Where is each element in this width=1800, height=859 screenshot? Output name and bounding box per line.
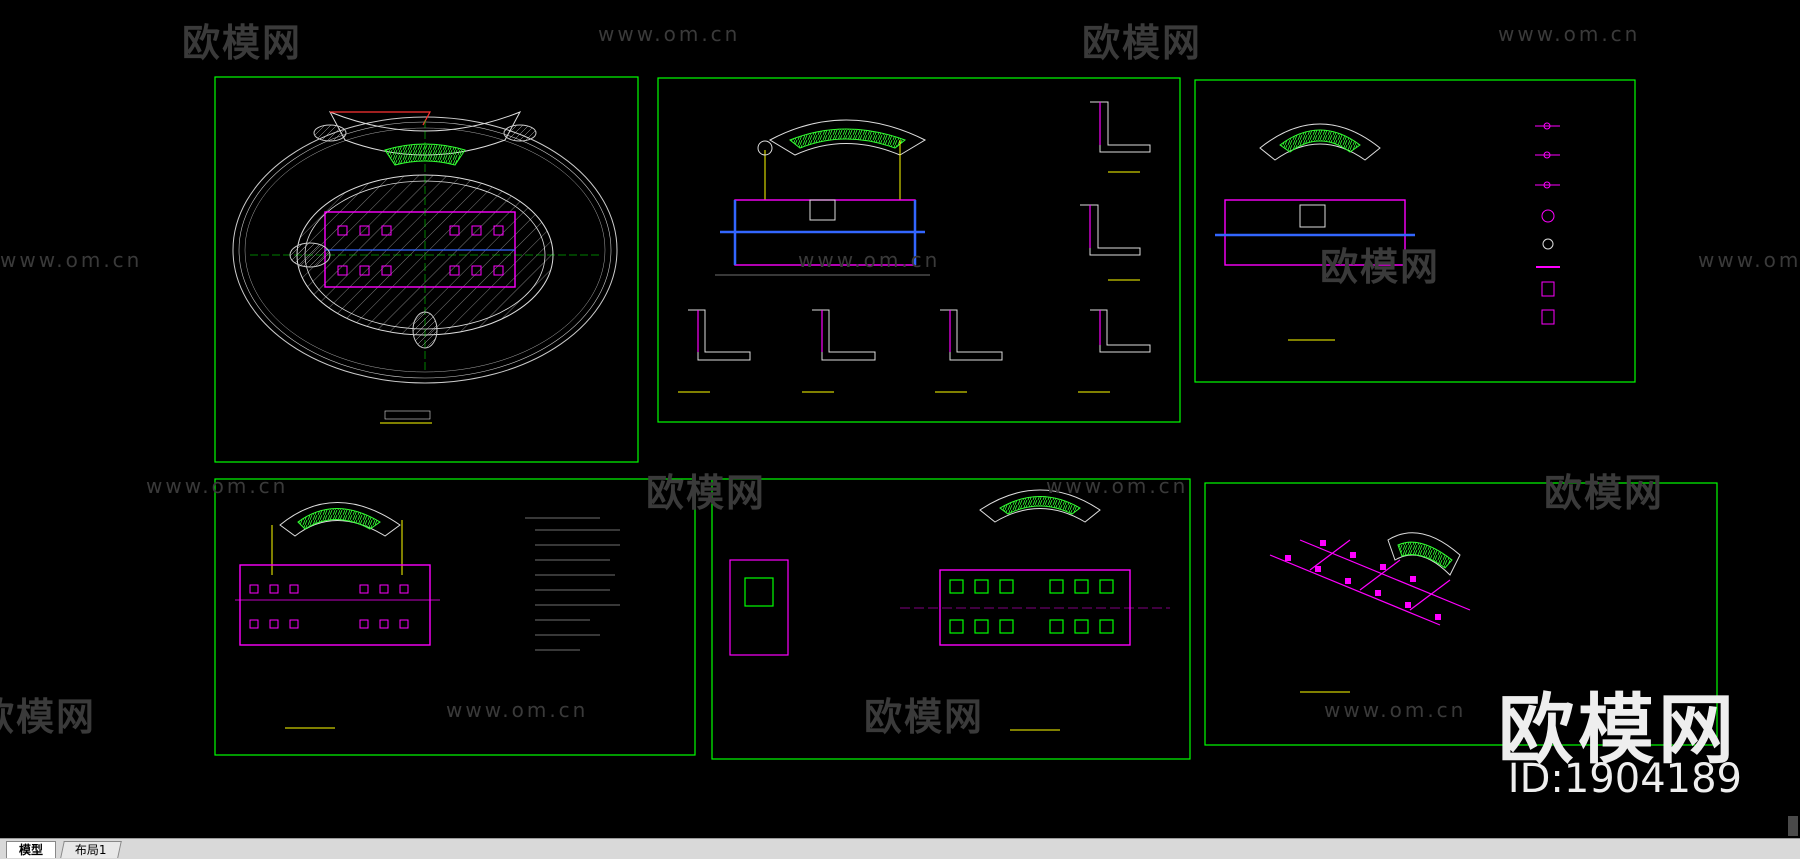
layout-tab-bar: 模型 布局1 — [0, 838, 1800, 859]
sheet-section-legend[interactable] — [1194, 79, 1636, 383]
tab-layout1-label: 布局1 — [74, 843, 107, 857]
sheet-plan[interactable] — [214, 76, 639, 463]
sheet-pipe-plan[interactable] — [214, 478, 696, 756]
sheet-sections[interactable] — [657, 77, 1181, 423]
tab-layout1[interactable]: 布局1 — [60, 841, 122, 858]
tab-model[interactable]: 模型 — [6, 841, 57, 858]
cad-model-space[interactable] — [0, 0, 1800, 838]
sheet-isometric[interactable] — [1204, 482, 1718, 746]
brand-logo-text: 欧模网 — [1498, 685, 1738, 774]
sheet-lighting-plan[interactable] — [711, 478, 1191, 760]
scrollbar-grip[interactable] — [1788, 816, 1798, 836]
model-id-label: ID:1904189 — [1507, 756, 1742, 802]
